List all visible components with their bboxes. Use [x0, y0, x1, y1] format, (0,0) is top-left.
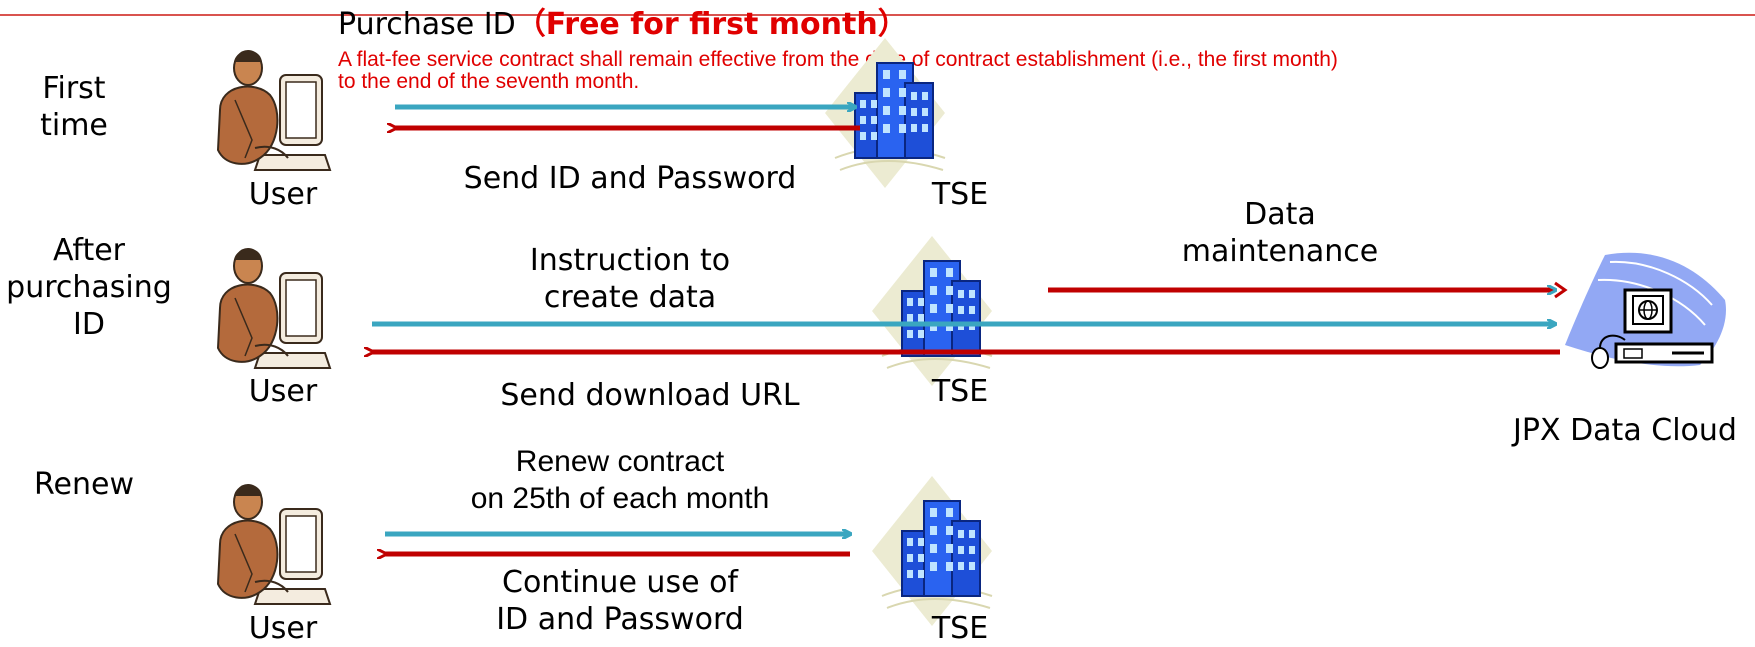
contract-note-line-1: A flat-fee service contract shall remain…	[338, 48, 1338, 71]
tse-1-label: TSE	[931, 177, 989, 212]
tse-2-icon	[871, 235, 993, 387]
user-2-icon	[217, 247, 331, 369]
tse-3-label: TSE	[931, 611, 989, 646]
title-text: Purchase ID	[338, 7, 516, 42]
page-title: Purchase ID（Free for first month）	[338, 6, 908, 43]
contract-note-line-2: to the end of the seventh month.	[338, 70, 640, 93]
tse-1-icon	[824, 37, 946, 189]
title-highlight: （Free for first month）	[515, 7, 908, 42]
row-label-renew: Renew	[34, 467, 134, 502]
user-1-icon	[217, 49, 331, 171]
user-1-label: User	[248, 177, 318, 212]
user-3-label: User	[248, 611, 318, 646]
jpx-data-cloud-label: JPX Data Cloud	[1513, 413, 1737, 448]
top-rule	[0, 14, 1755, 16]
jpx-cloud-icon	[1565, 252, 1726, 369]
send-credentials-label: Send ID and Password	[463, 161, 797, 196]
send-url-label: Send download URL	[500, 378, 800, 413]
user-2-label: User	[248, 374, 318, 409]
tse-2-label: TSE	[931, 374, 989, 409]
user-3-icon	[217, 483, 331, 605]
tse-3-icon	[871, 475, 993, 627]
